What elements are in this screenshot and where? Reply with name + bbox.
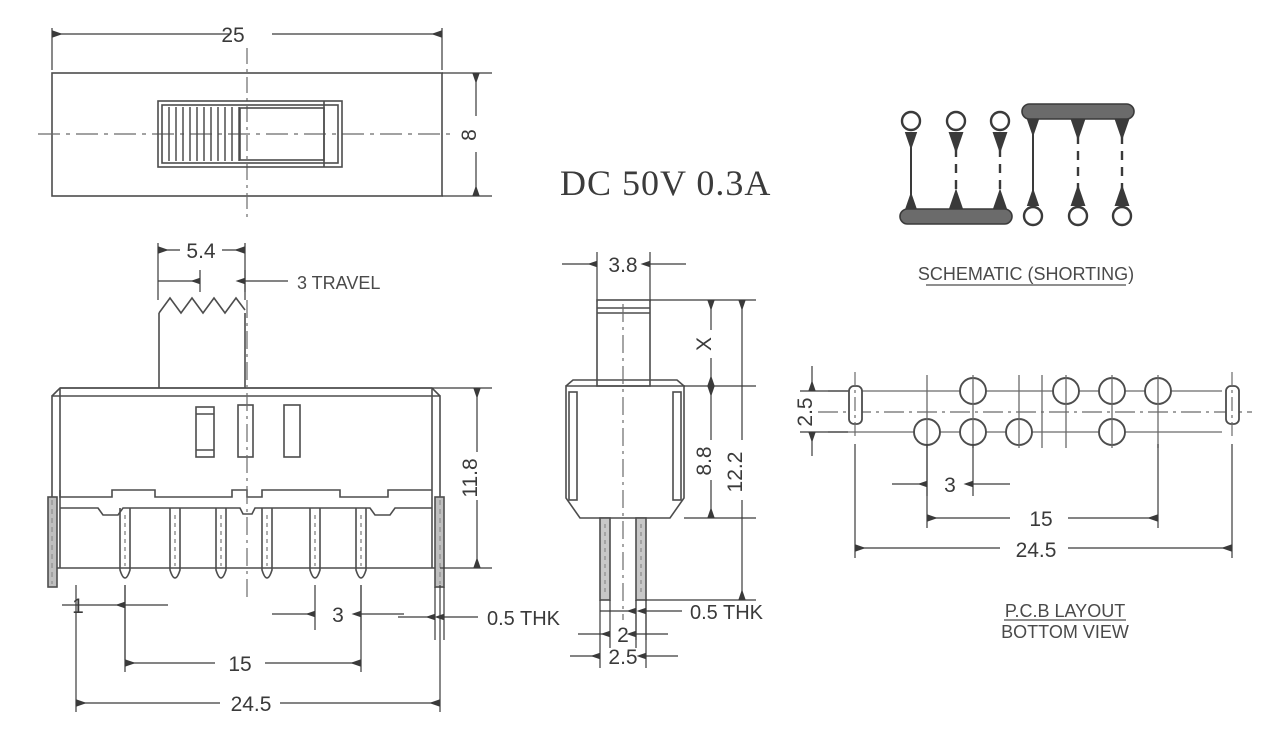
dim-label-pcb-overall-width: 24.5 [1016,539,1057,562]
thickness-label-front: 0.5 THK [487,608,561,630]
dim-label-front-actuator-width: 5.4 [186,240,216,263]
dim-label-front-pin-span: 15 [228,653,251,676]
dim-label-front-height: 11.8 [459,458,482,497]
dim-label-side-travel-height: X [693,337,716,351]
top-view-knob-outer [157,100,343,168]
dim-side-pin-pitch [570,600,678,668]
top-view-group [38,28,492,222]
schematic-position-1 [899,110,1013,225]
dim-side-pin-width [578,600,668,648]
side-view-group [562,252,756,668]
pcb-caption-line1: P.C.B LAYOUT [1005,601,1125,621]
front-view-mount-legs [47,496,445,588]
dim-side-actuator-width [562,252,686,302]
rating-label: DC 50V 0.3A [560,163,771,203]
schematic-position-2 [1021,103,1135,227]
dim-label-side-pin-width: 2 [617,624,629,647]
front-view-body [51,387,441,569]
dim-label-front-pin-edge: 1 [72,595,84,618]
dim-pcb-overall-width [854,444,1233,558]
front-view-base [59,489,432,516]
top-view-knob-ribs [168,107,240,161]
dim-top-width [51,28,443,70]
dim-front-travel [158,270,288,292]
side-view-body [565,379,685,519]
dim-label-top-height: 8 [458,129,481,141]
dim-side-overall-height [646,300,756,601]
pcb-mount-slots [848,372,1240,440]
top-view-knob-inner [161,104,339,164]
dim-label-side-overall-height: 12.2 [724,452,747,493]
side-view-pins [599,517,647,601]
front-view-pins [119,508,367,579]
front-view-slots [195,404,301,458]
dim-label-side-body-height: 8.8 [693,446,716,475]
dim-front-pin-span [124,585,362,672]
pcb-layout-group [800,366,1252,621]
dim-pcb-hole-span [926,444,1159,528]
schematic-group [899,103,1135,286]
dim-front-height [432,387,492,569]
front-view-actuator [158,296,246,388]
dim-label-side-actuator-width: 3.8 [608,254,637,277]
dim-label-pcb-row-pitch: 2.5 [794,397,817,426]
dim-label-front-pin-pitch: 3 [332,604,344,627]
dim-front-thickness [398,587,478,640]
dim-label-pcb-hole-span: 15 [1029,508,1052,531]
dim-label-side-pin-pitch: 2.5 [608,646,637,669]
dim-top-height [442,72,492,197]
dim-pcb-row-pitch [800,366,848,456]
front-view-group [47,243,492,712]
dim-side-body-height [684,386,756,519]
dim-front-overall-width [75,585,441,712]
thickness-label-side: 0.5 THK [690,602,764,624]
dim-label-top-width: 25 [221,24,244,47]
dim-label-front-overall-width: 24.5 [231,693,272,716]
pcb-hole-centerlines [926,375,1159,448]
schematic-caption: SCHEMATIC (SHORTING) [918,264,1134,284]
travel-label: 3 TRAVEL [297,273,380,293]
pcb-caption-line2: BOTTOM VIEW [1001,622,1129,642]
dim-label-pcb-hole-pitch: 3 [944,474,956,497]
